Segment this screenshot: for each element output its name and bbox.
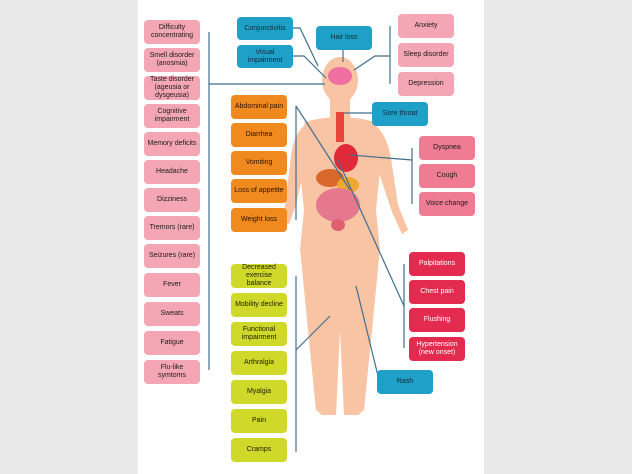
symptom-smell-disorder: Smell disorder (anosmia) xyxy=(144,48,200,72)
symptom-cough: Cough xyxy=(419,164,475,188)
symptom-dizziness: Dizziness xyxy=(144,188,200,212)
symptom-rash: Rash xyxy=(377,370,433,394)
symptom-mobility-decline: Mobility decline xyxy=(231,293,287,317)
symptom-arthralgia: Arthralgia xyxy=(231,351,287,375)
symptom-anxiety: Anxiety xyxy=(398,14,454,38)
symptom-sleep-disorder: Sleep disorder xyxy=(398,43,454,67)
symptom-conjunctivitis: Conjunctivitis xyxy=(237,17,293,40)
symptom-functional-impairment: Functional impairment xyxy=(231,322,287,346)
symptom-dyspnea: Dyspnea xyxy=(419,136,475,160)
symptom-cramps: Cramps xyxy=(231,438,287,462)
symptom-hair-loss: Hair loss xyxy=(316,26,372,50)
symptom-decreased-exercise-balance: Decreased exercise balance xyxy=(231,264,287,288)
symptom-flushing: Flushing xyxy=(409,308,465,332)
symptom-fever: Fever xyxy=(144,273,200,297)
symptom-visual-impairment: Visual impairment xyxy=(237,45,293,68)
symptom-difficulty-concentrating: Difficulty concentrating xyxy=(144,20,200,44)
symptom-fatigue: Fatigue xyxy=(144,331,200,355)
organs xyxy=(316,67,360,231)
symptom-tremors: Tremors (rare) xyxy=(144,216,200,240)
symptom-memory-deficits: Memory deficits xyxy=(144,132,200,156)
symptom-chest-pain: Chest pain xyxy=(409,280,465,304)
symptom-flu-like: Flu-like symtoms xyxy=(144,360,200,384)
symptom-cognitive-impairment: Cognitive impairment xyxy=(144,104,200,128)
symptom-vomiting: Vomiting xyxy=(231,151,287,175)
symptom-taste-disorder: Taste disorder (ageusia or dysgeusia) xyxy=(144,76,200,100)
symptom-loss-of-appetite: Loss of appetite xyxy=(231,179,287,203)
symptom-sore-throat: Sore throat xyxy=(372,102,428,126)
symptom-abdominal-pain: Abdominal pain xyxy=(231,95,287,119)
connectors xyxy=(208,26,413,452)
symptom-depression: Depression xyxy=(398,72,454,96)
symptom-palpitations: Palpitations xyxy=(409,252,465,276)
symptom-seizures: Seizures (rare) xyxy=(144,244,200,268)
symptom-sweats: Sweats xyxy=(144,302,200,326)
symptom-headache: Headache xyxy=(144,160,200,184)
symptom-pain: Pain xyxy=(231,409,287,433)
symptom-diarrhea: Diarrhea xyxy=(231,123,287,147)
symptom-voice-change: Voice change xyxy=(419,192,475,216)
symptom-weight-loss: Weight loss xyxy=(231,208,287,232)
symptom-myalgia: Myalgia xyxy=(231,380,287,404)
symptom-hypertension: Hypertension (new onset) xyxy=(409,337,465,361)
